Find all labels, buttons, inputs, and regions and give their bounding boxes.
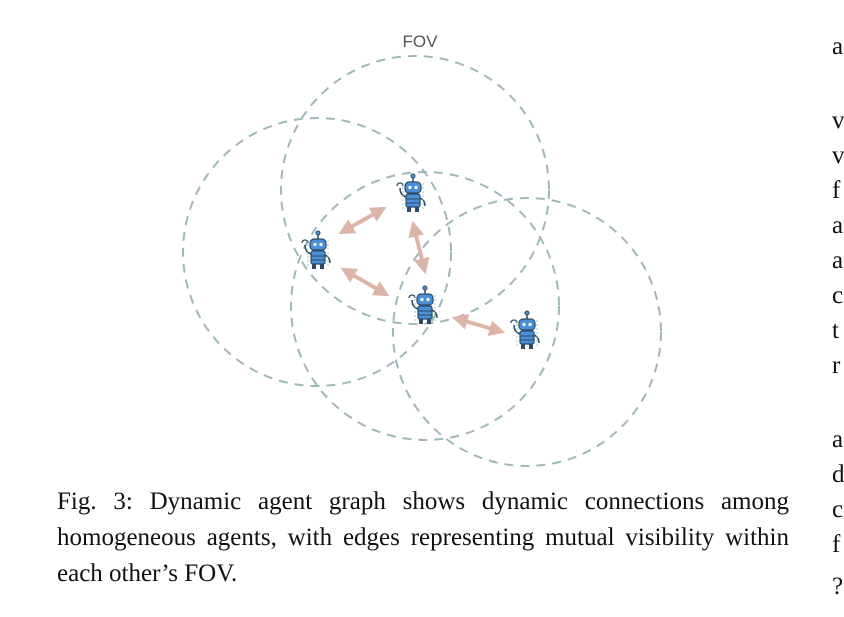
right-col-line: v bbox=[832, 142, 844, 169]
right-col-line: d bbox=[832, 461, 844, 488]
fov-circle-top bbox=[280, 55, 550, 325]
right-column-cutoff-text: a v v f a a c t r a d c f ? bbox=[832, 0, 844, 617]
robot-icon-right bbox=[510, 310, 540, 350]
robot-icon-top bbox=[396, 173, 426, 213]
right-col-line: c bbox=[832, 496, 844, 523]
edge-left-top bbox=[338, 206, 387, 235]
fov-circle-left bbox=[182, 117, 452, 387]
right-col-line: a bbox=[832, 33, 844, 60]
right-col-line: a bbox=[832, 247, 844, 274]
right-col-line: f bbox=[832, 177, 841, 204]
figure-caption: Fig. 3: Dynamic agent graph shows dynami… bbox=[57, 488, 789, 587]
fov-circle-center bbox=[290, 171, 560, 441]
right-col-line: v bbox=[832, 107, 844, 134]
figure-fov-graph: FOV bbox=[182, 32, 662, 467]
right-col-line: r bbox=[832, 352, 841, 379]
right-col-line: a bbox=[832, 212, 844, 239]
edge-left-center bbox=[340, 267, 390, 297]
robot-icon-left bbox=[301, 230, 331, 270]
right-col-line: t bbox=[832, 317, 839, 344]
right-col-line: ? bbox=[832, 573, 844, 600]
right-col-line: f bbox=[832, 531, 841, 558]
edge-top-center bbox=[408, 220, 430, 275]
right-col-line: a bbox=[832, 426, 844, 453]
fov-label: FOV bbox=[403, 32, 439, 51]
right-col-line: c bbox=[832, 282, 844, 309]
fov-circle-right bbox=[392, 197, 662, 467]
edge-center-right bbox=[451, 314, 506, 336]
